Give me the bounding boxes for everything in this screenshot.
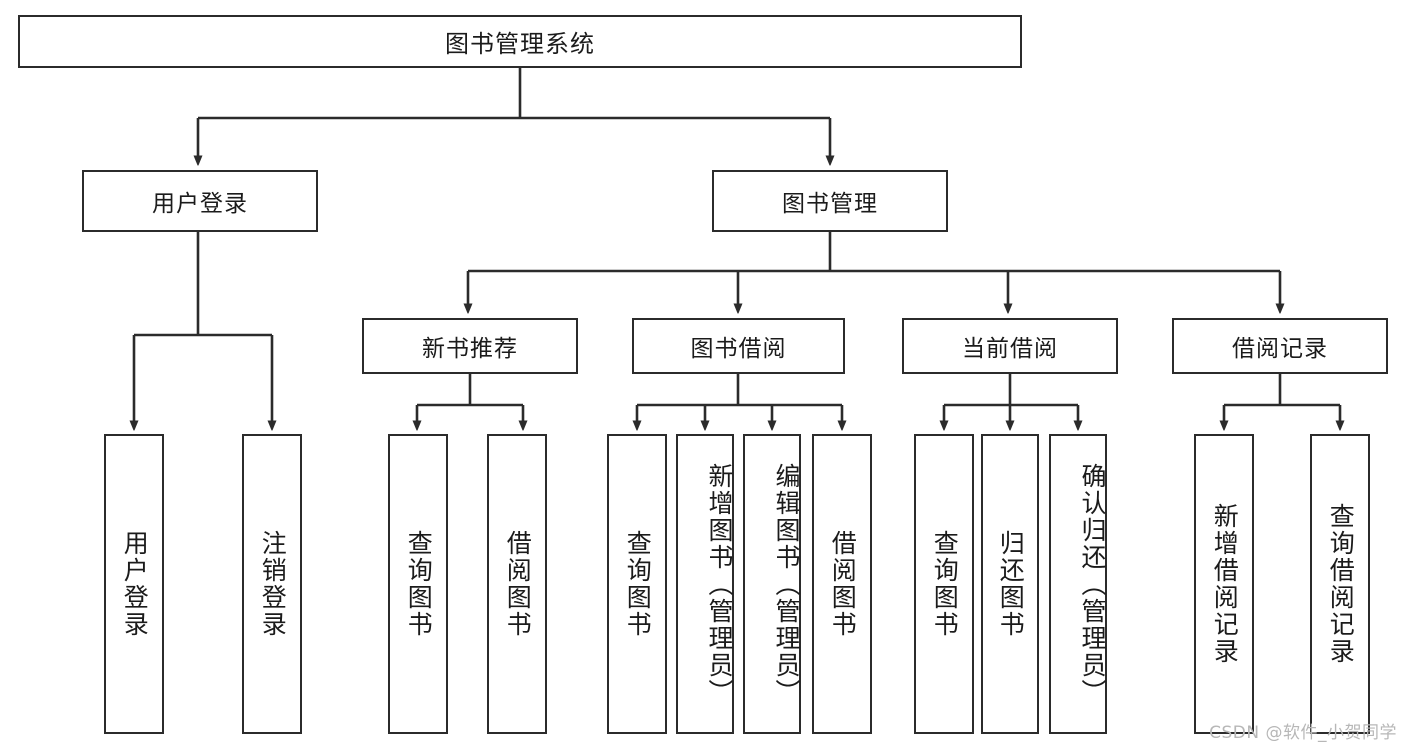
leaf-user-login-signout[interactable]: 注销登录 [242,434,302,734]
node-label: 借阅图书 [503,530,533,638]
watermark-text: CSDN @软件_小贺同学 [1209,723,1397,743]
leaf-current-borrow-confirm-return[interactable]: 确认归还（管理员） [1049,434,1107,734]
node-label: 确认归还（管理员） [1078,462,1107,706]
node-label: 用户登录 [120,530,150,638]
node-label: 借阅记录 [1232,336,1328,362]
leaf-user-login-signin[interactable]: 用户登录 [104,434,164,734]
node-new-book-recommend[interactable]: 新书推荐 [362,318,578,374]
node-book-borrow[interactable]: 图书借阅 [632,318,845,374]
node-book-management[interactable]: 图书管理 [712,170,948,232]
node-label: 用户登录 [152,191,248,217]
node-label: 查询图书 [404,530,434,638]
node-label: 查询图书 [623,530,653,638]
leaf-book-borrow-add[interactable]: 新增图书（管理员） [676,434,734,734]
node-label: 图书管理系统 [445,30,595,58]
leaf-new-book-query[interactable]: 查询图书 [388,434,448,734]
leaf-book-borrow-edit[interactable]: 编辑图书（管理员） [743,434,801,734]
node-label: 新增借阅记录 [1210,503,1240,665]
node-label: 注销登录 [258,530,288,638]
node-label: 当前借阅 [962,336,1058,362]
node-label: 查询借阅记录 [1326,503,1356,665]
leaf-borrow-record-add[interactable]: 新增借阅记录 [1194,434,1254,734]
node-label: 归还图书 [996,530,1026,638]
node-user-login[interactable]: 用户登录 [82,170,318,232]
node-label: 图书借阅 [690,336,787,362]
node-label: 新增图书（管理员） [705,462,734,706]
node-label: 查询图书 [930,530,960,638]
leaf-book-borrow-borrow[interactable]: 借阅图书 [812,434,872,734]
leaf-current-borrow-query[interactable]: 查询图书 [914,434,974,734]
node-label: 新书推荐 [422,336,518,362]
node-label: 编辑图书（管理员） [772,462,801,706]
leaf-current-borrow-return[interactable]: 归还图书 [981,434,1039,734]
node-borrow-record[interactable]: 借阅记录 [1172,318,1388,374]
node-current-borrow[interactable]: 当前借阅 [902,318,1118,374]
node-label: 借阅图书 [828,530,858,638]
leaf-book-borrow-query[interactable]: 查询图书 [607,434,667,734]
node-label: 图书管理 [782,191,878,217]
leaf-borrow-record-query[interactable]: 查询借阅记录 [1310,434,1370,734]
leaf-new-book-borrow[interactable]: 借阅图书 [487,434,547,734]
node-root-system[interactable]: 图书管理系统 [18,15,1022,68]
